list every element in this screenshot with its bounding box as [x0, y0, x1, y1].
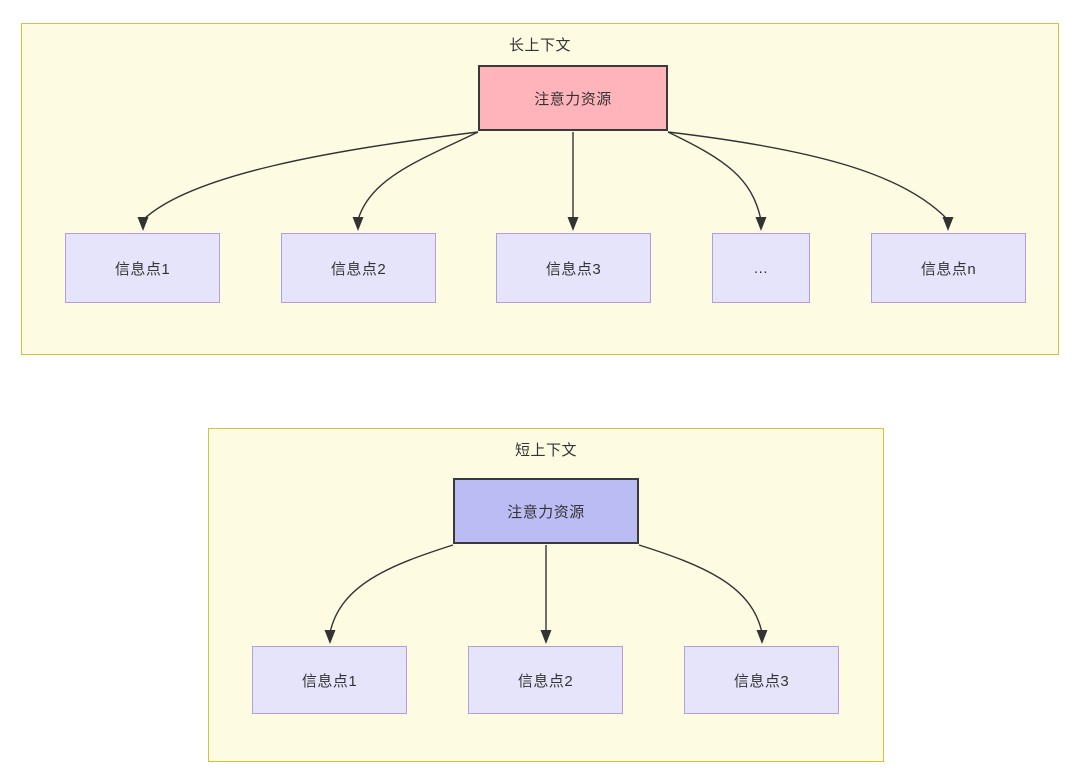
group-short-context-title: 短上下文: [514, 442, 577, 459]
node-label: 信息点2: [517, 672, 574, 690]
node-info-point-3-short[interactable]: 信息点3: [684, 646, 839, 714]
node-info-point-2-long[interactable]: 信息点2: [281, 233, 436, 303]
node-label: 注意力资源: [507, 503, 585, 521]
node-info-point-1-long[interactable]: 信息点1: [65, 233, 220, 303]
node-attention-resource-long[interactable]: 注意力资源: [478, 65, 668, 131]
node-label: 信息点1: [114, 260, 171, 278]
node-info-point-2-short[interactable]: 信息点2: [468, 646, 623, 714]
node-info-point-n-long[interactable]: 信息点n: [871, 233, 1026, 303]
group-long-context-title: 长上下文: [508, 37, 571, 54]
node-label: 信息点1: [301, 672, 358, 690]
node-info-point-ellipsis-long[interactable]: ...: [712, 233, 810, 303]
node-label: ...: [753, 259, 768, 277]
node-attention-resource-short[interactable]: 注意力资源: [453, 478, 639, 544]
node-label: 信息点2: [330, 260, 387, 278]
node-info-point-1-short[interactable]: 信息点1: [252, 646, 407, 714]
node-info-point-3-long[interactable]: 信息点3: [496, 233, 651, 303]
node-label: 信息点3: [545, 260, 602, 278]
node-label: 信息点n: [920, 260, 977, 278]
node-label: 注意力资源: [534, 90, 612, 108]
node-label: 信息点3: [733, 672, 790, 690]
